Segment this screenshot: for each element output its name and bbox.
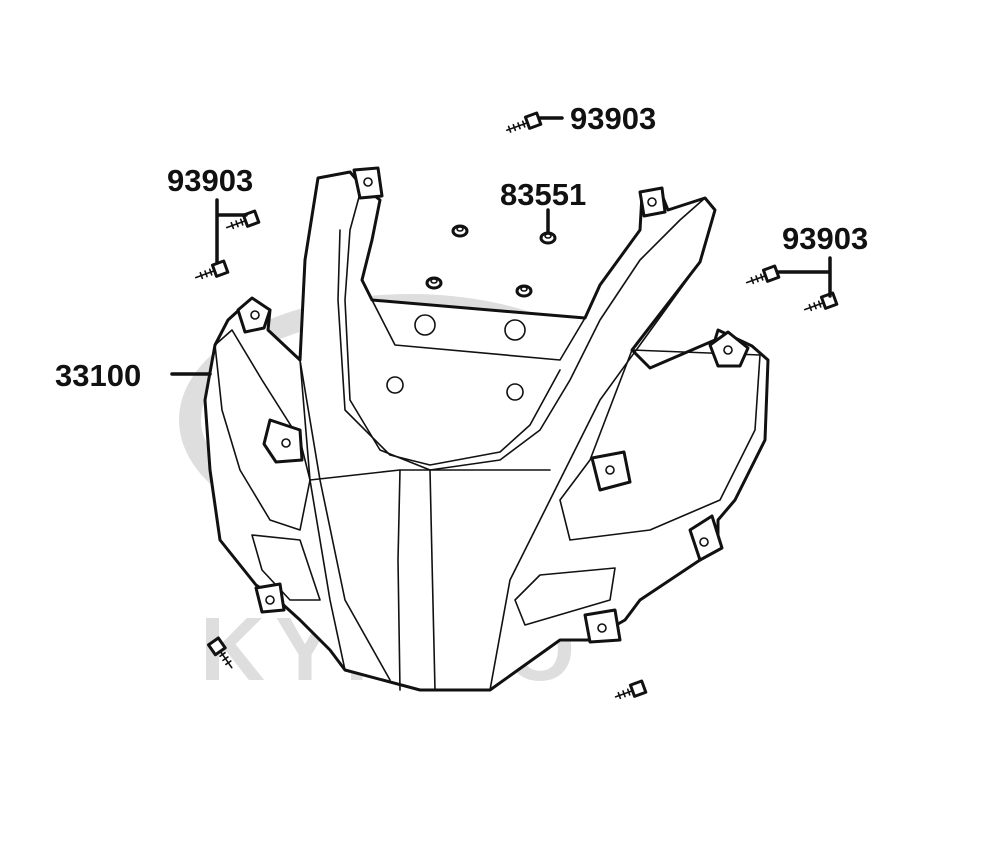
right-top-tab — [638, 186, 667, 218]
bottom-left-tab — [254, 582, 286, 614]
right-lamp-housing — [559, 349, 761, 541]
left-top-tab — [236, 296, 272, 334]
screw-group — [194, 111, 839, 700]
callout-front-cover: 33100 — [55, 358, 141, 393]
right-inner-bracket-hole — [605, 465, 615, 475]
front-cover-part — [203, 166, 770, 692]
grommet-icon — [515, 284, 533, 298]
screw-icon — [194, 259, 230, 280]
screw-icon — [506, 111, 543, 133]
right-side-tab — [708, 330, 750, 368]
center-inner-v — [344, 185, 706, 471]
callout-grommet: 83551 — [500, 177, 586, 212]
deck-hole-3 — [386, 376, 404, 394]
callout-screw-right: 93903 — [782, 221, 868, 256]
screw-icon — [803, 291, 839, 312]
center-seam-right — [429, 469, 436, 691]
screw-icon — [614, 679, 648, 700]
leader-screw-left — [215, 198, 248, 264]
left-lamp-lens — [251, 534, 321, 601]
screw-icon — [206, 636, 233, 669]
deck-hole-1 — [414, 314, 436, 336]
right-lamp-lens — [514, 567, 616, 626]
bottom-right-tab-hole — [597, 623, 607, 633]
callout-screw-left: 93903 — [167, 163, 253, 198]
grommet-icon — [451, 224, 469, 238]
bottom-right-tab — [583, 608, 622, 644]
callout-screw-top: 93903 — [570, 101, 656, 136]
left-inner-bracket-hole — [281, 438, 291, 448]
cover-crease — [309, 469, 551, 481]
inner-deck-plate — [371, 299, 586, 361]
right-lower-tab-hole — [699, 537, 709, 547]
leader-lines — [170, 116, 832, 376]
center-seam-left — [397, 469, 401, 691]
bottom-left-tab-hole — [265, 595, 275, 605]
deck-hole-2 — [504, 319, 526, 341]
grommet-icon — [539, 231, 557, 245]
right-panel-edge — [489, 209, 716, 691]
left-lamp-housing — [214, 329, 311, 531]
right-side-tab-hole — [723, 345, 733, 355]
center-top-tab — [352, 166, 384, 200]
center-inner-v2 — [337, 229, 561, 466]
center-top-tab-hole — [363, 177, 373, 187]
left-panel-edge — [299, 359, 391, 681]
center-left-edge — [299, 177, 346, 671]
right-top-tab-hole — [647, 197, 657, 207]
deck-hole-4 — [506, 383, 524, 401]
grommet-icon — [425, 276, 443, 290]
leader-screw-right — [776, 256, 832, 298]
right-inner-bracket — [590, 450, 632, 492]
callout-labels: 93903 93903 83551 93903 33100 — [55, 101, 868, 393]
grommet-group — [425, 224, 557, 298]
screw-icon — [745, 264, 781, 285]
left-top-tab-hole — [250, 310, 260, 320]
